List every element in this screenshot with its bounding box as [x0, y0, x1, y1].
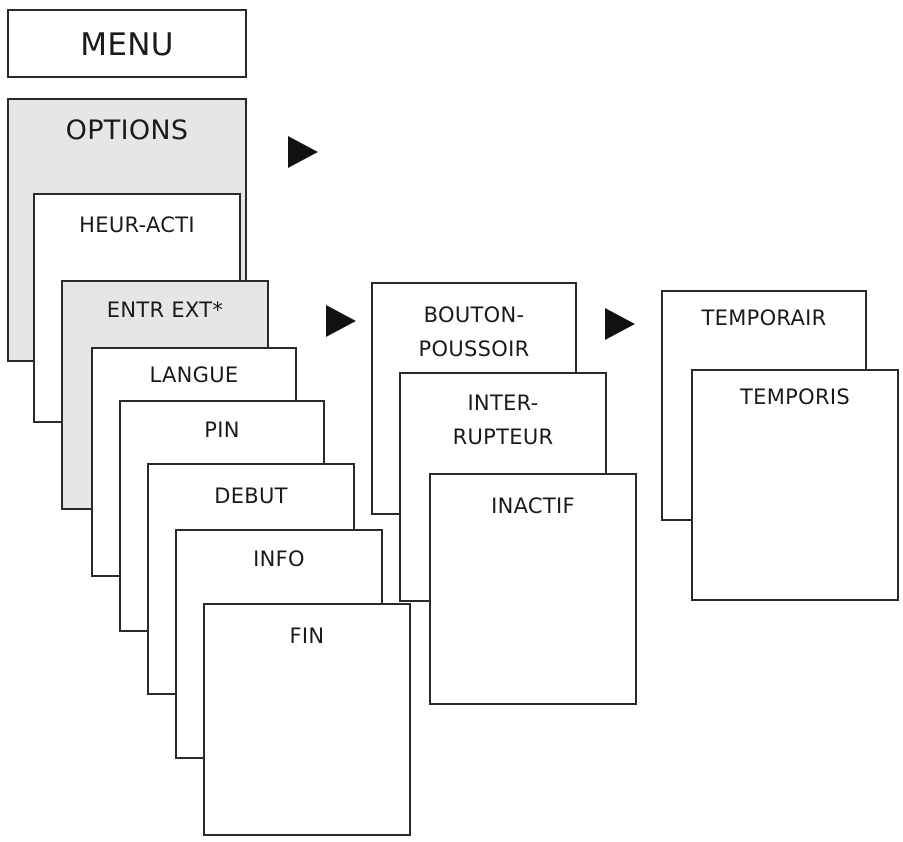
inactif-card[interactable]: INACTIF	[429, 473, 637, 705]
fin-card[interactable]: FIN	[203, 603, 411, 836]
interrupteur-label: INTER- RUPTEUR	[452, 391, 554, 449]
debut-label: DEBUT	[214, 484, 288, 508]
pin-label: PIN	[204, 418, 240, 442]
menu-box[interactable]: MENU	[7, 9, 247, 78]
temporair-label: TEMPORAIR	[701, 306, 827, 330]
temporis-card[interactable]: TEMPORIS	[691, 369, 899, 601]
inactif-label: INACTIF	[491, 494, 575, 518]
menu-label: MENU	[80, 27, 174, 63]
info-label: INFO	[253, 547, 305, 571]
arrow-right-icon	[605, 308, 635, 340]
options-label: OPTIONS	[65, 115, 189, 146]
arrow-right-icon	[288, 136, 318, 168]
entr-ext-label: ENTR EXT*	[106, 298, 224, 322]
bouton-poussoir-label: BOUTON- POUSSOIR	[418, 303, 530, 361]
heur-acti-label: HEUR-ACTI	[79, 213, 195, 237]
arrow-right-icon	[326, 305, 356, 337]
temporis-label: TEMPORIS	[740, 385, 850, 409]
langue-label: LANGUE	[149, 363, 239, 387]
fin-label: FIN	[289, 624, 325, 648]
